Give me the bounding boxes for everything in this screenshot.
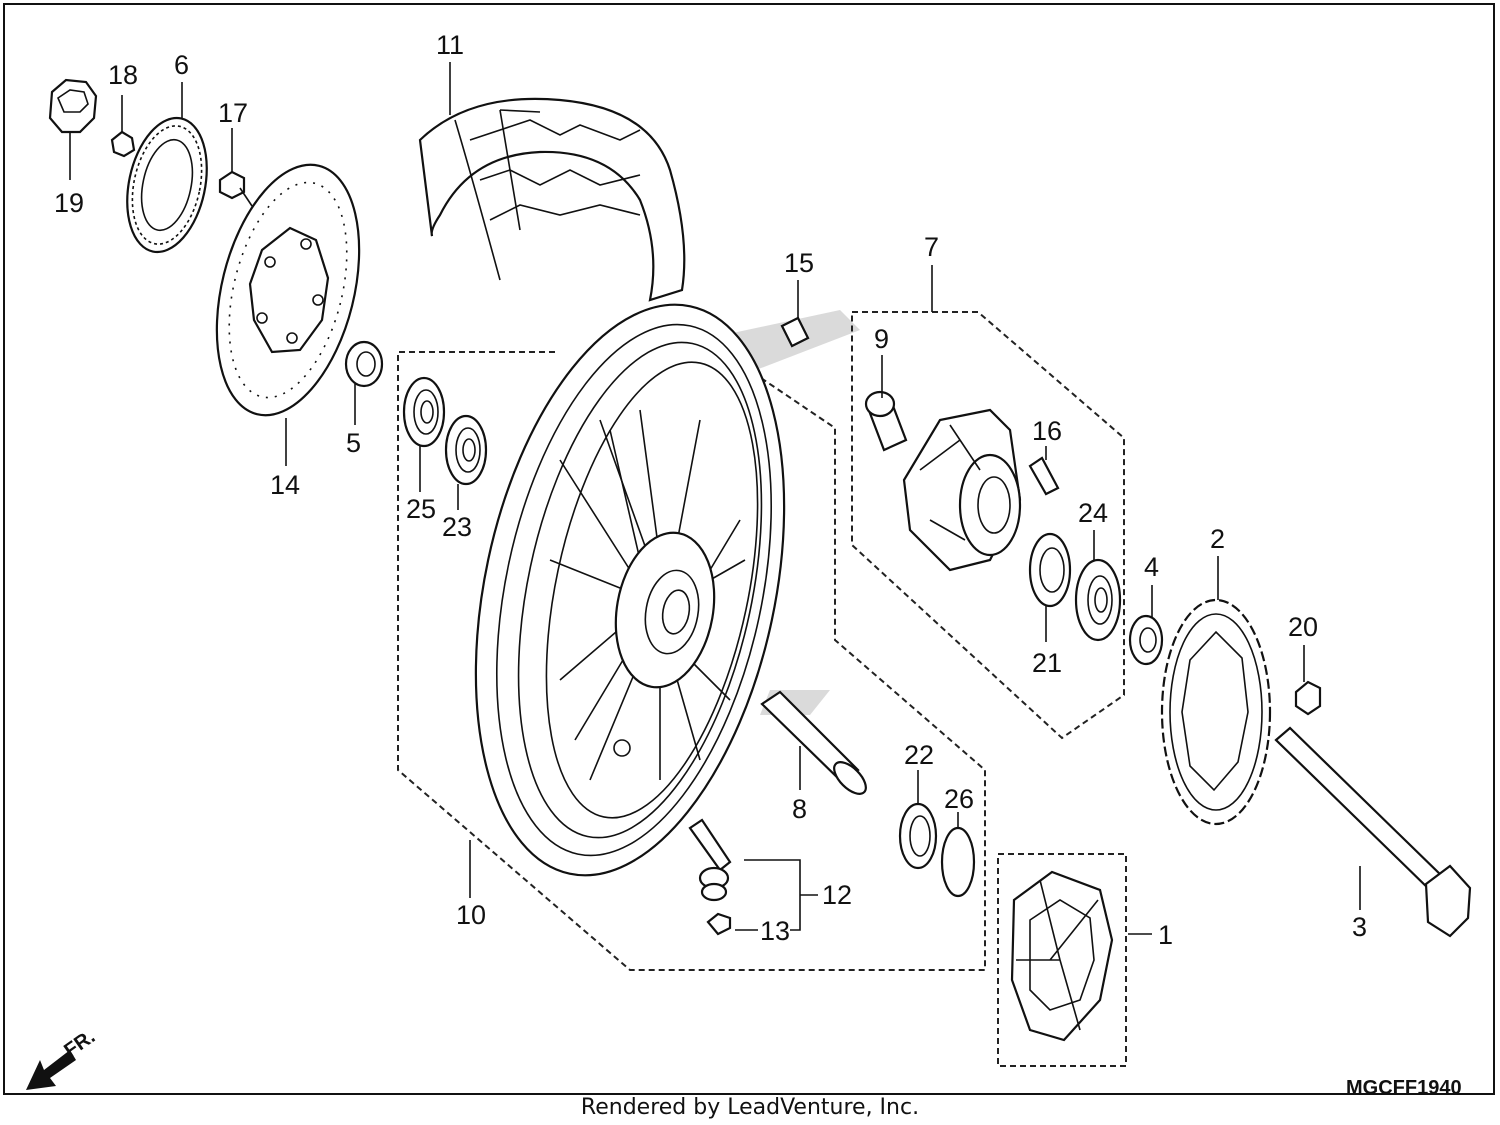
callout-7: 7 [924, 232, 939, 262]
callout-2: 2 [1210, 524, 1225, 554]
part-8-collar[interactable] [760, 690, 871, 799]
callout-21: 21 [1032, 648, 1062, 678]
callout-1: 1 [1158, 920, 1173, 950]
callout-13: 13 [760, 916, 790, 946]
part-16-stud[interactable] [1028, 446, 1060, 496]
callout-11: 11 [436, 30, 464, 60]
callout-24: 24 [1078, 498, 1108, 528]
part-26-circlip[interactable] [940, 812, 976, 898]
part-17-bolt[interactable] [218, 128, 253, 207]
part-21-bearing[interactable] [1028, 532, 1072, 642]
callout-8: 8 [792, 794, 807, 824]
part-19-nut[interactable] [48, 78, 98, 180]
callout-15: 15 [784, 248, 814, 278]
callout-4: 4 [1144, 552, 1159, 582]
part-7-driven-flange[interactable] [902, 408, 1022, 572]
group-7-boundary [851, 311, 1125, 740]
group-1-boundary [997, 853, 1127, 1067]
callout-20: 20 [1288, 612, 1318, 642]
part-12-valve[interactable] [688, 818, 818, 931]
callout-25: 25 [406, 494, 436, 524]
part-15-key[interactable] [780, 280, 810, 348]
callout-16: 16 [1032, 416, 1062, 446]
callout-6: 6 [174, 50, 189, 80]
diagram-border [3, 3, 1495, 1095]
footer-credit: Rendered by LeadVenture, Inc. [581, 1095, 919, 1120]
part-1-damper-rubber[interactable] [1010, 870, 1114, 1042]
front-direction-arrow-icon [26, 1050, 76, 1090]
callout-3: 3 [1352, 912, 1367, 942]
part-24-bearing[interactable] [1074, 530, 1122, 642]
callout-18: 18 [108, 60, 138, 90]
part-13-valve-nut[interactable] [706, 912, 758, 936]
part-2-sprocket[interactable] [1160, 556, 1272, 826]
callout-12: 12 [822, 880, 852, 910]
part-11-tire[interactable] [418, 62, 686, 302]
callout-10: 10 [456, 900, 486, 930]
part-22-bearing[interactable] [898, 770, 938, 870]
part-20-nut[interactable] [1294, 645, 1322, 716]
part-14-brake-disc[interactable] [193, 150, 383, 466]
part-25-bearing[interactable] [402, 376, 446, 492]
callout-23: 23 [442, 512, 472, 542]
part-5-collar[interactable] [344, 340, 384, 425]
callout-5: 5 [346, 428, 361, 458]
part-9-collar[interactable] [864, 355, 908, 452]
part-23-bearing[interactable] [444, 414, 488, 510]
part-18-bolt[interactable] [110, 95, 136, 158]
callout-19: 19 [54, 188, 84, 218]
callout-22: 22 [904, 740, 934, 770]
callout-17: 17 [218, 98, 248, 128]
callout-14: 14 [270, 470, 300, 500]
drawing-code: MGCFF1940 [1346, 1077, 1462, 1099]
part-3-axle[interactable] [1274, 726, 1472, 938]
callout-9: 9 [874, 324, 889, 354]
callout-26: 26 [944, 784, 974, 814]
part-10-rear-wheel[interactable] [428, 276, 832, 904]
part-4-collar[interactable] [1128, 585, 1164, 666]
part-6-pulser-ring[interactable] [116, 82, 219, 259]
